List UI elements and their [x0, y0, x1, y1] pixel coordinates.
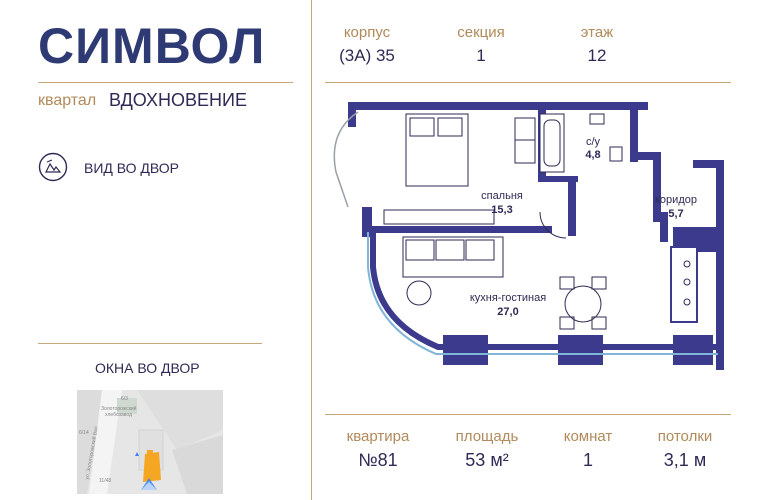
- kvartira-label: квартира: [346, 428, 410, 445]
- komnat-label: комнат: [563, 428, 613, 445]
- kvartal-label: квартал: [38, 92, 97, 109]
- potolki-label: потолки: [657, 428, 713, 445]
- header-divider: [325, 82, 731, 83]
- corridor-label: коридор: [655, 194, 697, 206]
- view-text: ВИД ВО ДВОР: [84, 160, 180, 176]
- map-label-2: хлебозавод: [105, 412, 132, 418]
- korpus-label: корпус: [343, 24, 391, 41]
- komnat-value: 1: [582, 450, 593, 470]
- sekciya-value: 1: [476, 46, 486, 65]
- ploshad-label: площадь: [455, 428, 519, 445]
- logo-divider: [38, 82, 293, 83]
- kvartal-name: ВДОХНОВЕНИЕ: [109, 90, 247, 110]
- korpus-value: (3А) 35: [339, 46, 395, 65]
- windows-title: ОКНА ВО ДВОР: [95, 360, 200, 376]
- bathroom-label: с/у: [585, 136, 601, 148]
- map-graphic: [77, 390, 223, 494]
- location-map: Золоторожский хлебозавод 6/3 6/14 11/48 …: [77, 390, 223, 494]
- logo: СИМВОЛ: [38, 18, 266, 74]
- etazh-value: 12: [587, 46, 607, 65]
- kitchen-area: 27,0: [497, 306, 519, 318]
- sekciya-label: секция: [457, 24, 505, 41]
- panel-divider: [311, 0, 312, 500]
- kvartira-value: №81: [358, 450, 398, 470]
- map-house-3: 11/48: [99, 478, 112, 484]
- footer-divider: [325, 414, 731, 415]
- corridor-area: 5,7: [668, 208, 684, 220]
- map-house-2: 6/14: [79, 430, 89, 436]
- potolki-value: 3,1 м: [663, 450, 707, 470]
- floor-plan: [333, 102, 724, 370]
- map-label-1: Золоторожский: [101, 406, 137, 412]
- etazh-label: этаж: [580, 24, 614, 41]
- windows-divider: [38, 343, 262, 344]
- bathroom-area: 4,8: [585, 149, 601, 161]
- map-house-1: 6/3: [121, 396, 128, 402]
- bedroom-label: спальня: [481, 190, 523, 202]
- kitchen-label: кухня-гостиная: [469, 292, 547, 304]
- courtyard-view-icon: [38, 152, 68, 182]
- bedroom-area: 15,3: [491, 204, 513, 216]
- ploshad-value: 53 м²: [465, 450, 509, 470]
